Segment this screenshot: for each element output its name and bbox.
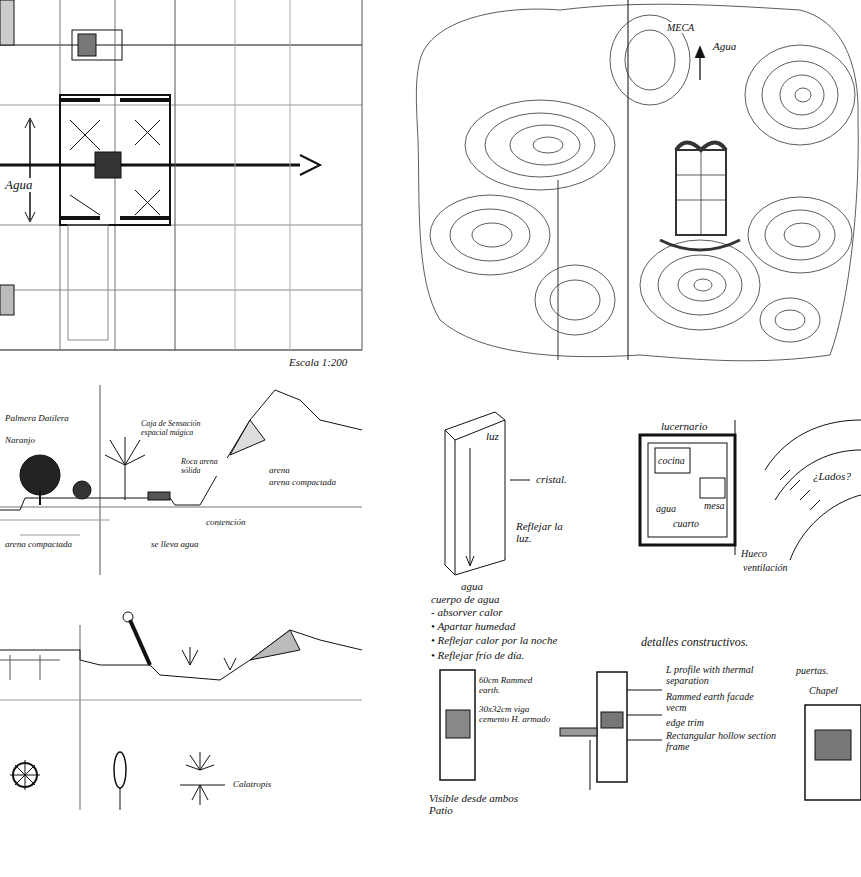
sketch-annotation: ventilación	[742, 562, 788, 573]
sketch-annotation: • Reflejar frío de día.	[430, 649, 525, 661]
sketch-annotation: Reflejar la luz.	[515, 520, 567, 544]
sketch-annotation: Chapel	[808, 685, 839, 696]
sketch-annotation: Hueco	[740, 548, 768, 559]
sketch-annotation: arena compactada	[4, 540, 76, 550]
sketch-annotation: cuerpo de agua	[430, 593, 500, 605]
sketch-annotation: L profile with thermal separation	[665, 664, 777, 686]
sketch-annotation: arena	[268, 466, 291, 476]
sketch-annotation: Naranjo	[4, 436, 36, 446]
sketch-annotation: cuarto	[672, 518, 700, 529]
sketch-annotation: Rammed earth facade vecm	[665, 691, 777, 713]
sketch-annotation: se lleva agua	[150, 540, 212, 550]
sketch-annotation: Visible desde ambos Patio	[428, 792, 540, 816]
sketch-annotation: Roca arena sólida	[180, 458, 230, 476]
landscape-section	[0, 385, 362, 575]
sketch-annotation: • Apartar humedad	[430, 620, 516, 632]
sketch-annotation: Escala 1:200	[288, 356, 348, 368]
sketch-annotation: edge trim	[665, 717, 705, 728]
sketch-annotation: Rectangular hollow section frame	[665, 730, 777, 752]
sketch-annotation: ¿Lados?	[812, 470, 852, 482]
sketch-annotation: Palmera Datilera	[4, 414, 70, 424]
site-plan	[0, 0, 362, 350]
sketch-annotation: Agua	[712, 40, 737, 52]
sketch-annotation: mesa	[703, 500, 726, 511]
sketch-annotation: 60cm Rammed earth.	[478, 676, 540, 696]
sketch-annotation: - absorver calor	[430, 606, 504, 618]
sketch-annotation: Caja de Sensación espacial mágica	[140, 420, 204, 438]
sketch-annotation: 30x32cm viga cemento H. armado	[478, 705, 555, 725]
site-section	[0, 612, 362, 810]
sketch-annotation: puertas.	[795, 665, 830, 676]
sketch-annotation: arena compactada	[268, 478, 337, 488]
contour-map	[416, 0, 858, 361]
sketch-annotation: luz	[485, 430, 500, 442]
sketch-annotation: MECA	[666, 22, 695, 33]
sketch-annotation: cocina	[657, 455, 686, 466]
sketch-annotation: agua	[460, 580, 484, 592]
sketch-annotation: cristal.	[535, 473, 568, 485]
sketch-annotation: contención	[205, 518, 247, 528]
sketch-annotation: detalles constructivos.	[640, 636, 749, 649]
sketch-annotation: Calatropis	[232, 780, 272, 790]
sketch-annotation: agua	[655, 503, 677, 514]
sketch-annotation: lucernario	[660, 420, 708, 432]
sketch-annotation: • Reflejar calor por la noche	[430, 634, 592, 646]
sketch-annotation: Agua	[4, 178, 33, 192]
